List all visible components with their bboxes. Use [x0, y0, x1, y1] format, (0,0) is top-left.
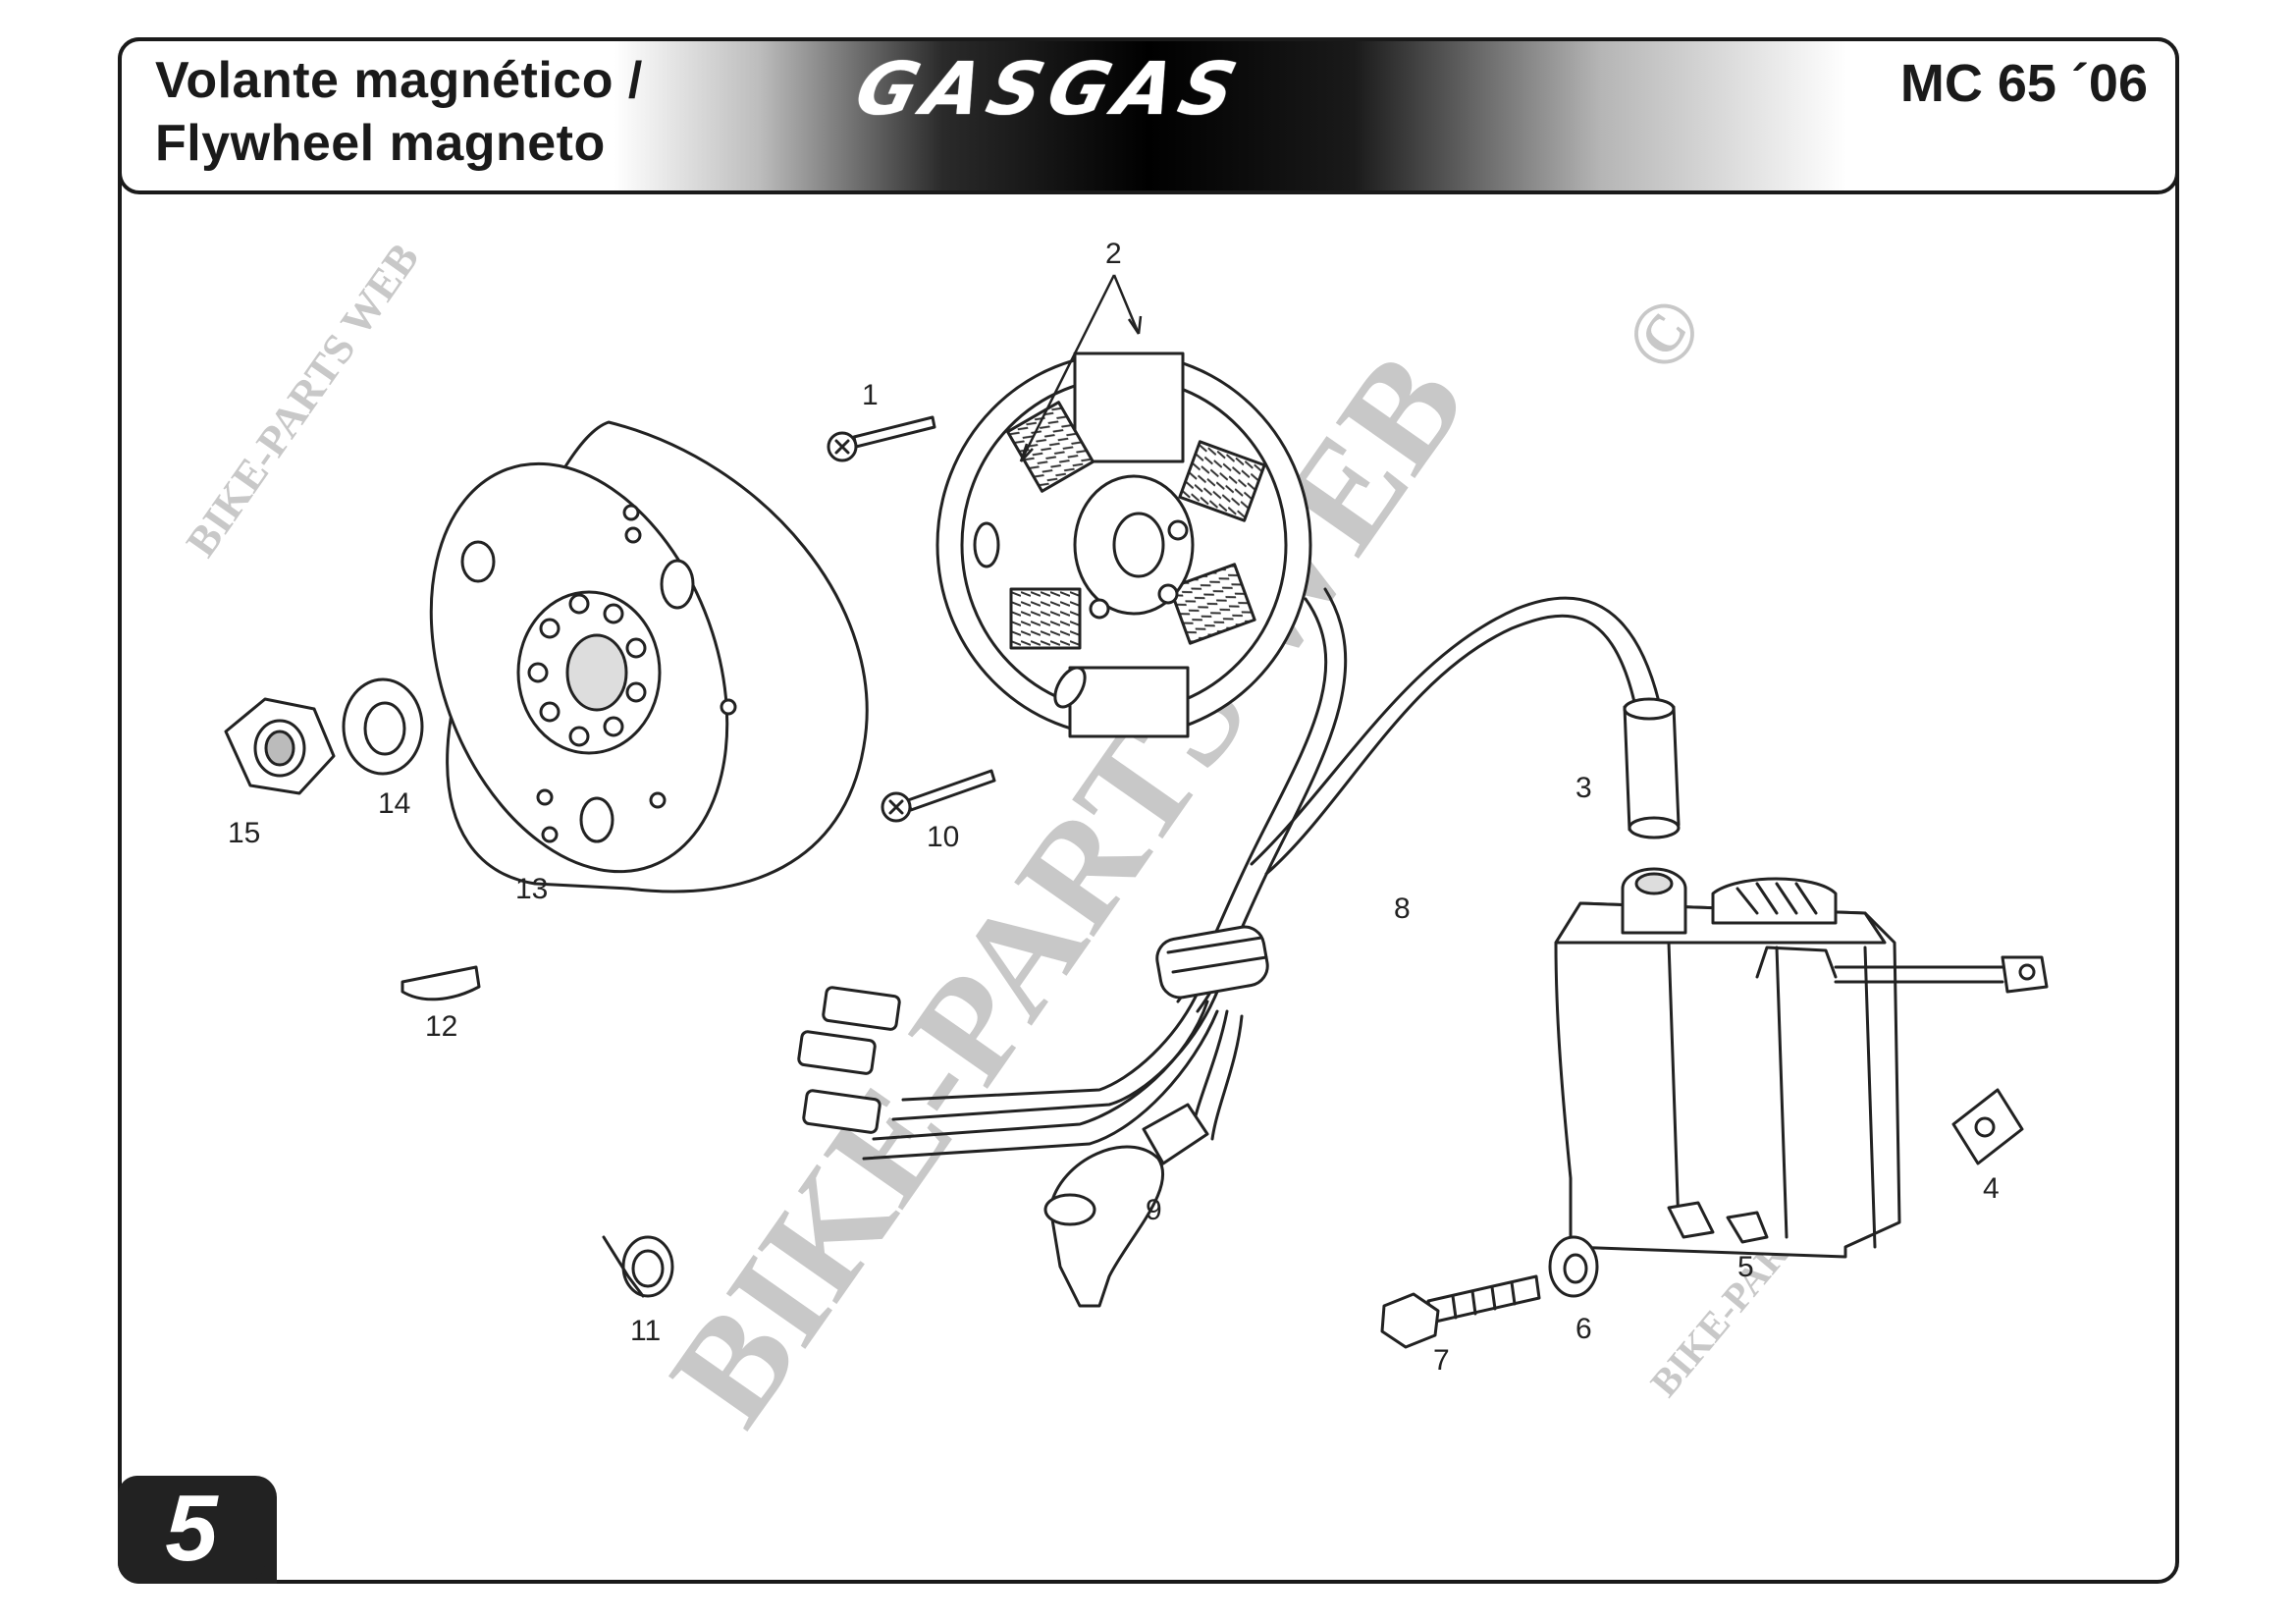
screw-10	[881, 769, 996, 823]
woodruff-key-12	[400, 965, 481, 1001]
callout-14: 14	[378, 787, 410, 820]
callout-9: 9	[1146, 1194, 1162, 1226]
callout-10: 10	[927, 821, 959, 853]
model-label: MC 65 ´06	[1899, 54, 2148, 113]
svg-text:©: ©	[1605, 280, 1723, 390]
clip-nut-4	[1951, 1088, 2024, 1165]
spark-plug-cap-9	[1043, 1103, 1209, 1308]
callout-11: 11	[630, 1315, 661, 1347]
header-bar: Volante magnético / Flywheel magneto GAS…	[118, 37, 2179, 194]
page-number-tab: 5	[118, 1476, 277, 1584]
callout-3: 3	[1575, 772, 1592, 804]
title-english: Flywheel magneto	[155, 115, 606, 172]
wiring-harness-8	[862, 587, 1661, 1161]
clamp-11	[602, 1235, 674, 1298]
bolt-7	[1380, 1274, 1541, 1349]
callout-4: 4	[1983, 1172, 2000, 1205]
callout-6: 6	[1575, 1313, 1592, 1345]
callout-7: 7	[1433, 1344, 1450, 1377]
callout-13: 13	[515, 873, 548, 905]
washer-14	[342, 677, 424, 776]
page-number: 5	[118, 1476, 265, 1582]
callout-8: 8	[1394, 893, 1411, 925]
stator-plate	[935, 352, 1312, 738]
callout-15: 15	[228, 817, 260, 849]
callout-labels: 1 2 3 4 5 6 7 8 9 10 11 12 13 14 15	[228, 238, 2000, 1377]
screw-1	[827, 415, 936, 462]
callout-12: 12	[425, 1010, 457, 1043]
grommet	[1155, 925, 1269, 1000]
washer-6	[1548, 1235, 1599, 1298]
title-spanish: Volante magnético /	[155, 52, 643, 109]
connectors	[797, 986, 901, 1134]
callout-5: 5	[1737, 1251, 1754, 1283]
ht-cap-3	[1623, 697, 1681, 839]
callout-2-leaders	[1019, 274, 1143, 462]
svg-text:BIKE-PARTS WEB: BIKE-PARTS WEB	[177, 235, 428, 566]
flywheel-rotor	[429, 420, 869, 893]
callout-1: 1	[862, 379, 879, 411]
ignition-coil-5	[1554, 867, 2049, 1259]
watermark-small-top-left: BIKE-PARTS WEB	[177, 235, 428, 566]
nut-15	[224, 697, 336, 795]
callout-2: 2	[1105, 238, 1122, 270]
